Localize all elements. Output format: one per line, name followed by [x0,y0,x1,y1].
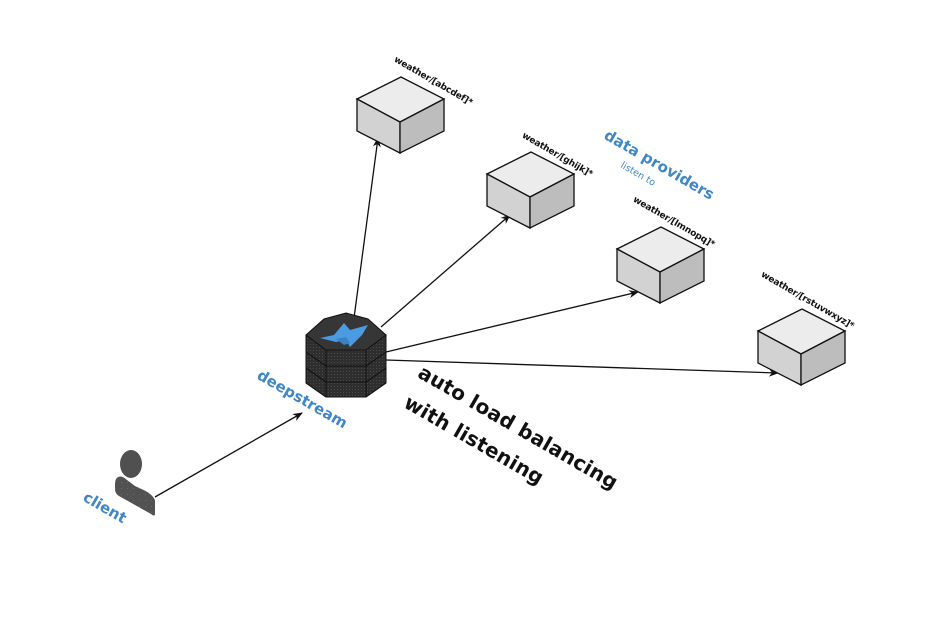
provider-cube-4[interactable] [756,308,847,387]
deepstream-logo-icon [320,323,368,347]
edge-client-to-server [154,412,303,498]
provider-cube-2[interactable] [485,151,576,230]
edge-server-to-provider-2 [380,214,511,328]
provider-cube-1[interactable] [355,76,446,155]
cube-icon-right [399,97,445,155]
edge-server-to-provider-4 [385,359,779,377]
deepstream-server[interactable] [305,312,387,398]
provider-cube-3[interactable] [615,226,706,305]
cube-icon-right [800,329,846,387]
user-icon[interactable] [115,450,155,516]
user-icon-body [115,476,155,516]
user-icon-head [120,450,142,478]
edge-server-to-provider-1 [353,137,381,319]
edge-server-to-provider-3 [385,290,639,353]
edges-layer [154,137,779,498]
cube-icon-right [529,172,575,230]
cube-icon-right [659,247,705,305]
